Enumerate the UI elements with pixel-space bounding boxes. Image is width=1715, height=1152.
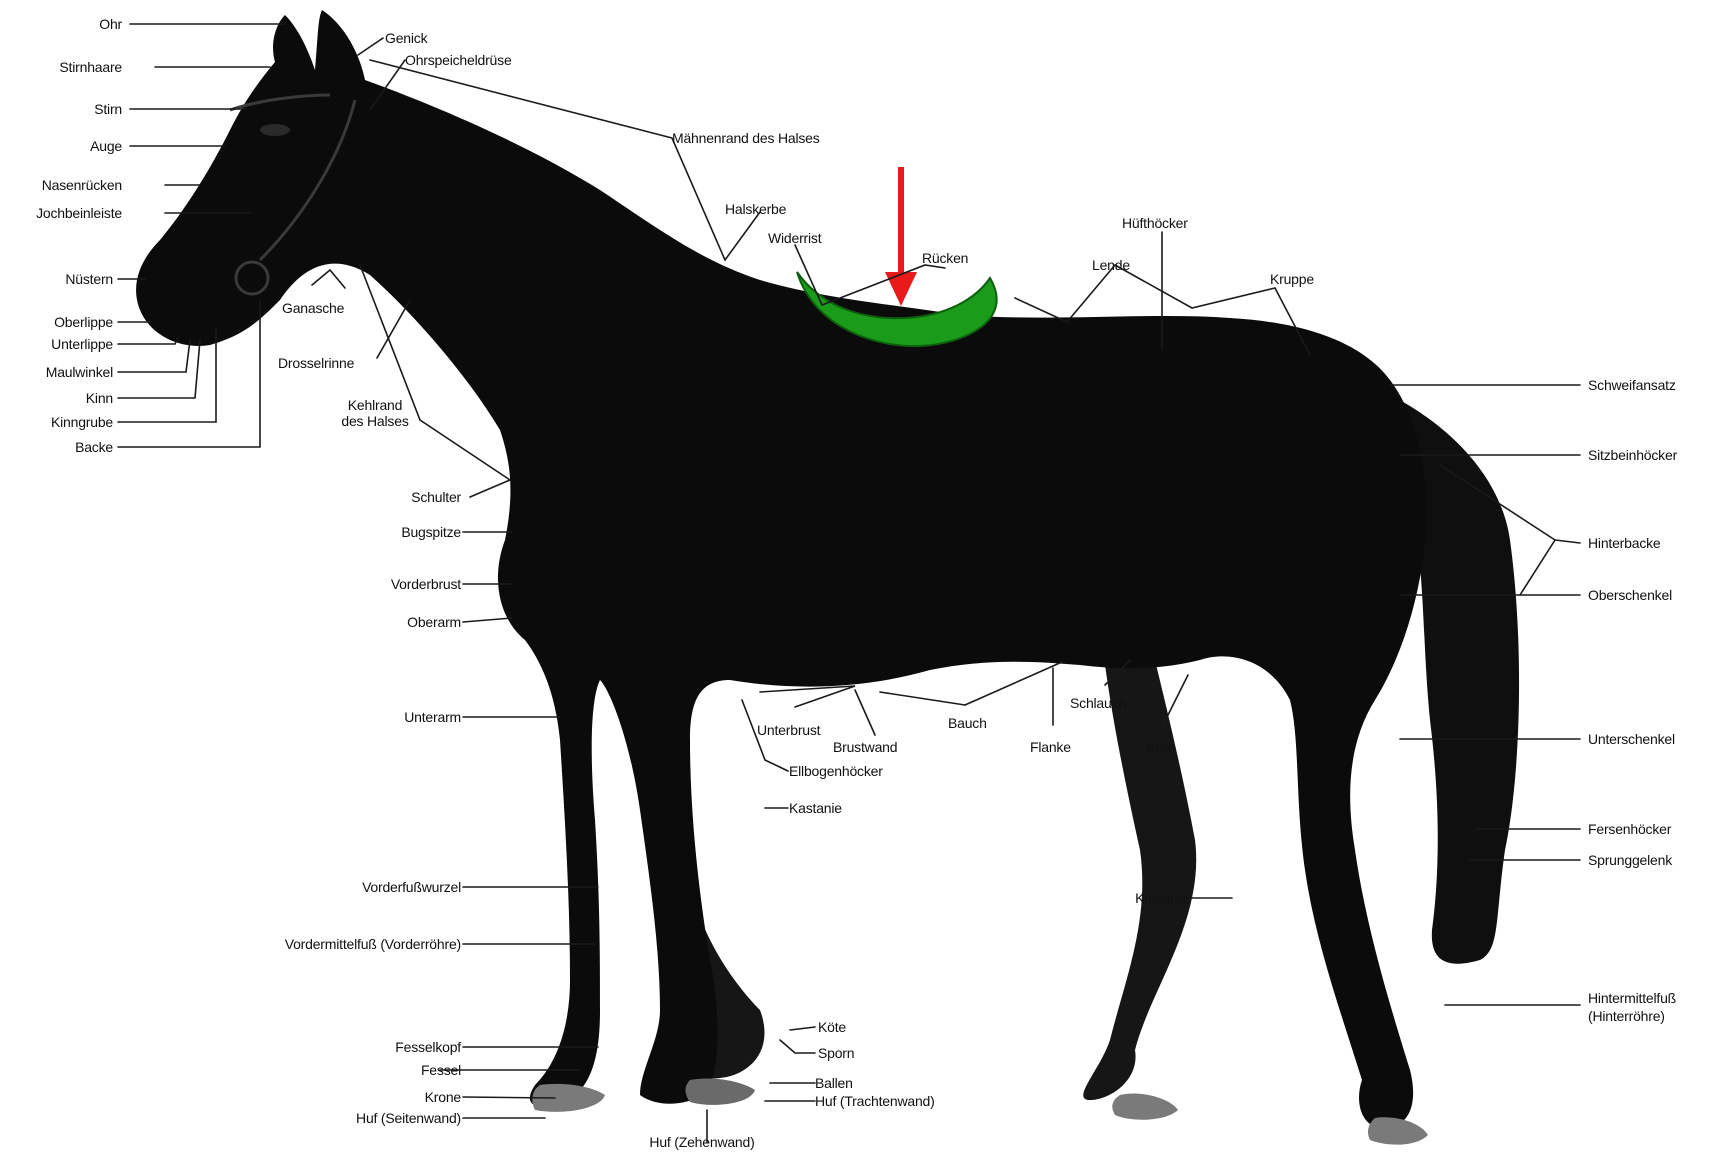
hoof-front-far (686, 1078, 756, 1104)
label-kruppe: Kruppe (1270, 271, 1314, 287)
label-unterarm: Unterarm (404, 709, 461, 725)
label-oberarm: Oberarm (407, 614, 461, 630)
label-hintermittelfuss-1: Hintermittelfuß (1588, 990, 1676, 1006)
label-ohr: Ohr (99, 16, 122, 32)
label-maulwinkel: Maulwinkel (46, 364, 113, 380)
hoof-hind-near (1368, 1117, 1428, 1144)
label-huf-zehenwand: Huf (Zehenwand) (649, 1134, 754, 1150)
horse-silhouette (136, 10, 1519, 1145)
label-kinngrube: Kinngrube (51, 414, 113, 430)
label-unterbrust: Unterbrust (757, 722, 821, 738)
label-nasenruecken: Nasenrücken (42, 177, 122, 193)
label-maehnenrand: Mähnenrand des Halses (672, 130, 820, 146)
label-schulter: Schulter (411, 489, 461, 505)
label-krone: Krone (425, 1089, 462, 1105)
label-fessel: Fessel (421, 1062, 461, 1078)
label-fesselkopf: Fesselkopf (395, 1039, 461, 1055)
label-vordermittelfuss: Vordermittelfuß (Vorderröhre) (285, 936, 461, 952)
label-knie: Knie (1147, 739, 1175, 755)
label-hinterbacke: Hinterbacke (1588, 535, 1661, 551)
label-schweifansatz: Schweifansatz (1588, 377, 1676, 393)
label-ellbogenhoecker: Ellbogenhöcker (789, 763, 883, 779)
label-huf-seitenwand: Huf (Seitenwand) (356, 1110, 461, 1126)
label-unterlippe: Unterlippe (51, 336, 113, 352)
label-lende: Lende (1092, 257, 1130, 273)
label-huefthoecker: Hüfthöcker (1122, 215, 1188, 231)
label-kastanie-hinten: Kastanie (1135, 890, 1188, 906)
label-sporn: Sporn (818, 1045, 854, 1061)
label-ganasche: Ganasche (282, 300, 345, 316)
label-brustwand: Brustwand (833, 739, 897, 755)
label-oberlippe: Oberlippe (54, 314, 113, 330)
horse-body (136, 10, 1426, 1128)
label-bugspitze: Bugspitze (401, 524, 461, 540)
label-vorderfusswurzel: Vorderfußwurzel (362, 879, 461, 895)
label-unterschenkel: Unterschenkel (1588, 731, 1675, 747)
label-jochbeinleiste: Jochbeinleiste (36, 205, 122, 221)
label-stirnhaare: Stirnhaare (59, 59, 122, 75)
label-nuestern: Nüstern (65, 271, 113, 287)
label-koete: Köte (818, 1019, 846, 1035)
label-ruecken: Rücken (922, 250, 968, 266)
label-vorderbrust: Vorderbrust (391, 576, 461, 592)
label-schlauch: Schlauch (1070, 695, 1126, 711)
far-hindleg (1083, 600, 1196, 1100)
label-oberschenkel: Oberschenkel (1588, 587, 1672, 603)
label-fersenhoecker: Fersenhöcker (1588, 821, 1672, 837)
label-genick: Genick (385, 30, 429, 46)
red-arrow-icon (885, 167, 917, 306)
label-kehlrand-2: des Halses (341, 413, 408, 429)
label-sprunggelenk: Sprunggelenk (1588, 852, 1673, 868)
label-huf-trachtenwand: Huf (Trachtenwand) (815, 1093, 935, 1109)
label-kehlrand-1: Kehlrand (348, 397, 402, 413)
hoof-hind-far (1112, 1093, 1178, 1119)
label-ohrspeicheldruese: Ohrspeicheldrüse (405, 52, 512, 68)
label-bauch: Bauch (948, 715, 987, 731)
label-kinn: Kinn (86, 390, 113, 406)
label-drosselrinne: Drosselrinne (278, 355, 355, 371)
label-hintermittelfuss-2: (Hinterröhre) (1588, 1008, 1665, 1024)
label-kastanie-vorn: Kastanie (789, 800, 842, 816)
label-backe: Backe (75, 439, 113, 455)
label-ballen: Ballen (815, 1075, 853, 1091)
label-widerrist: Widerrist (768, 230, 822, 246)
label-stirn: Stirn (94, 101, 122, 117)
label-sitzbeinhoecker: Sitzbeinhöcker (1588, 447, 1678, 463)
label-halskerbe: Halskerbe (725, 201, 787, 217)
label-auge: Auge (90, 138, 122, 154)
label-flanke: Flanke (1030, 739, 1071, 755)
